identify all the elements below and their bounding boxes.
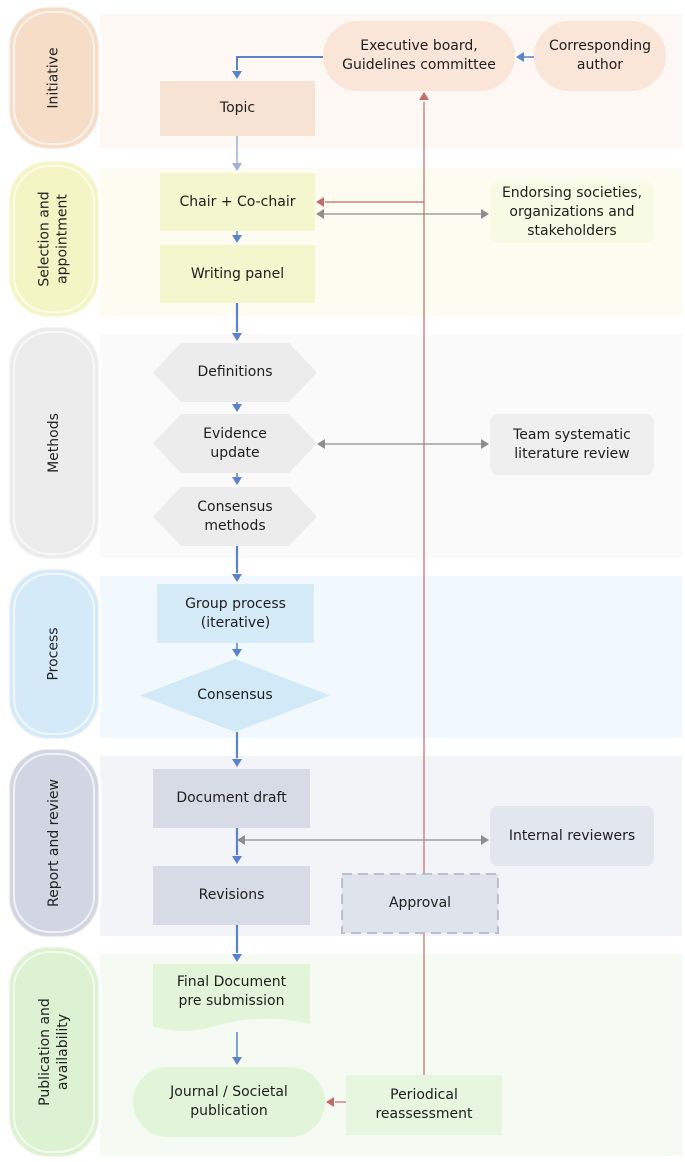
edge-draft-to-revisions-head — [232, 856, 242, 864]
edge-board-to-chair-head — [316, 197, 324, 207]
edge-board-to-topic-head — [232, 71, 242, 79]
edge-board-to-topic — [236, 56, 323, 70]
edge-evidence-team-review-right-head — [481, 439, 489, 449]
node-consensus-methods-shape — [153, 487, 317, 546]
lane-pill-methods — [6, 324, 102, 562]
lane-pill-highlight — [13, 11, 95, 145]
edge-consensus-methods-to-group-head — [232, 574, 242, 582]
node-final-document-shape — [153, 964, 310, 1032]
edge-panel-to-definitions-head — [232, 333, 242, 341]
edge-evidence-team-review-left-head — [317, 439, 325, 449]
edge-group-to-consensus-head — [232, 649, 242, 657]
edge-consensus-to-draft-head — [232, 759, 242, 767]
edge-revisions-to-final-head — [232, 954, 242, 962]
node-evidence-update-shape — [153, 414, 317, 473]
lane-pill-highlight — [13, 331, 95, 555]
edge-evidence-to-consensus-methods-head — [232, 477, 242, 485]
node-topic-shape — [160, 81, 315, 136]
node-endorsing-shape — [490, 182, 654, 243]
lane-pill-initiative — [6, 4, 102, 152]
lane-pill-publication — [6, 944, 102, 1160]
lane-pill-highlight — [13, 951, 95, 1153]
node-writing-panel-shape — [160, 245, 315, 303]
edge-review-internal-reviewers-right-head — [481, 835, 489, 845]
node-internal-reviewers-shape — [490, 806, 654, 866]
edge-topic-to-chair-head — [232, 163, 242, 171]
node-approval-shape — [341, 873, 499, 934]
lane-pill-selection — [6, 158, 102, 320]
lane-pill-highlight — [13, 753, 95, 933]
node-consensus-shape — [140, 659, 330, 732]
edge-chair-endorsing-left-head — [316, 209, 324, 219]
lane-pill-report — [6, 746, 102, 940]
node-chair-shape — [160, 173, 315, 231]
edge-periodical-to-board-head — [419, 92, 429, 100]
edge-review-internal-reviewers-left-head — [237, 835, 245, 845]
edge-author-to-board-head — [516, 52, 524, 62]
node-journal-shape — [133, 1067, 325, 1137]
node-periodical-shape — [346, 1075, 502, 1135]
edge-final-to-journal-head — [232, 1057, 242, 1065]
lane-pill-process — [6, 566, 102, 742]
edge-definitions-to-evidence-head — [232, 404, 242, 412]
edge-chair-to-panel-head — [232, 235, 242, 243]
node-revisions-shape — [153, 866, 310, 925]
node-group-process-shape — [157, 584, 314, 643]
lane-pill-highlight — [13, 573, 95, 735]
lane-pill-highlight — [13, 165, 95, 313]
edge-chair-endorsing-right-head — [481, 209, 489, 219]
node-corresponding-author-shape — [534, 21, 666, 91]
node-definitions-shape — [153, 343, 317, 402]
node-document-draft-shape — [153, 769, 310, 828]
edge-periodical-to-journal-head — [326, 1097, 334, 1107]
node-team-review-shape — [490, 414, 654, 475]
node-executive-board-shape — [323, 21, 515, 91]
